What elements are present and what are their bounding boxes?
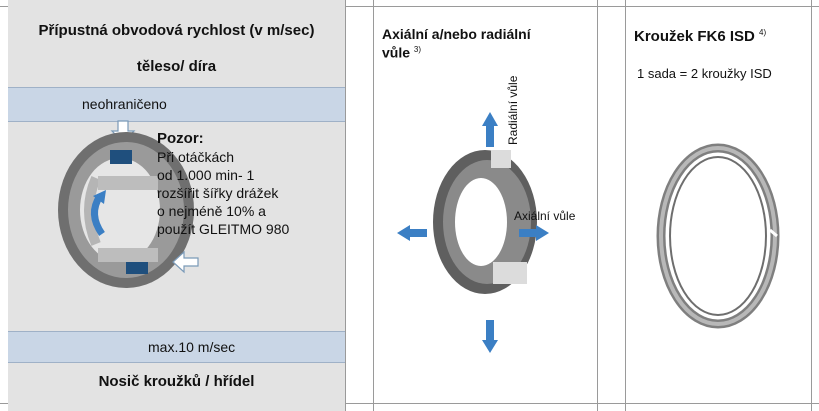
panel-speed: Přípustná obvodová rychlost (v m/sec) tě… bbox=[8, 0, 345, 411]
table-divider-3 bbox=[597, 0, 598, 411]
panel-ring-title: Kroužek FK6 ISD 4) bbox=[634, 28, 766, 45]
table-divider-4 bbox=[625, 0, 626, 411]
top-band-label: neohraničeno bbox=[82, 96, 167, 112]
panel-clearance-title: Axiální a/nebo radiální vůle 3) bbox=[382, 26, 531, 61]
panel-clearance-title-line2: vůle bbox=[382, 44, 411, 61]
ring-illustration bbox=[656, 143, 780, 329]
table-border-top bbox=[0, 6, 819, 7]
panel-ring-title-text: Kroužek FK6 ISD bbox=[634, 28, 755, 45]
table-border-right bbox=[811, 0, 812, 411]
warning-note-line: Při otáčkách bbox=[157, 149, 235, 165]
footnote-marker: 4) bbox=[759, 28, 767, 37]
panel-speed-subtitle: těleso/ díra bbox=[136, 58, 217, 75]
warning-note-heading: Pozor: bbox=[157, 130, 204, 147]
radial-clearance-label: Radiální vůle bbox=[506, 75, 520, 145]
bearing-illustration bbox=[58, 120, 199, 288]
panel-clearance-title-line1: Axiální a/nebo radiální bbox=[382, 26, 531, 42]
axial-clearance-label: Axiální vůle bbox=[514, 209, 576, 223]
arrow-left-icon bbox=[397, 225, 427, 241]
panel-speed-title: Přípustná obvodová rychlost (v m/sec) bbox=[38, 22, 315, 39]
top-band: neohraničeno bbox=[8, 87, 345, 122]
arrow-down-icon bbox=[482, 320, 498, 353]
side-outline-arrow-icon bbox=[172, 250, 199, 274]
warning-note: Pozor: Při otáčkách od 1.000 min- 1 rozš… bbox=[157, 130, 289, 238]
table-divider-1 bbox=[345, 0, 346, 411]
panel-ring-subtitle: 1 sada = 2 kroužky ISD bbox=[637, 66, 772, 81]
warning-note-line: použít GLEITMO 980 bbox=[157, 221, 290, 237]
warning-note-line: od 1.000 min- 1 bbox=[157, 167, 255, 183]
table-border-bottom bbox=[0, 403, 819, 404]
bottom-band: max.10 m/sec bbox=[8, 331, 345, 363]
snap-ring-icon bbox=[656, 143, 780, 329]
arrow-up-icon bbox=[482, 112, 498, 147]
footnote-marker: 3) bbox=[413, 45, 422, 54]
table-divider-2 bbox=[373, 0, 374, 411]
panel-speed-footer: Nosič kroužků / hřídel bbox=[98, 373, 255, 390]
arrow-right-icon bbox=[519, 225, 549, 241]
warning-note-line: rozšířit šířky drážek bbox=[157, 185, 279, 201]
clearance-illustration bbox=[397, 112, 549, 353]
bottom-band-label: max.10 m/sec bbox=[148, 339, 236, 355]
warning-note-line: o nejméně 10% a bbox=[157, 203, 266, 219]
